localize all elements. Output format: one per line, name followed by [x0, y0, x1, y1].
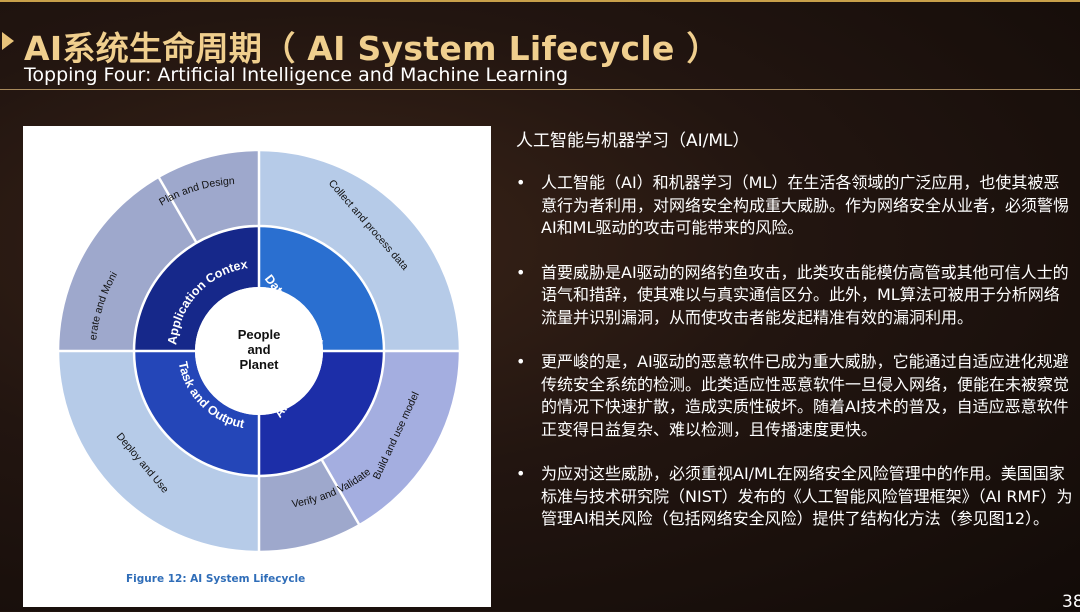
- bullet-item: • 首要威胁是AI驱动的网络钓鱼攻击，此类攻击能模仿高管或其他可信人士的语气和措…: [514, 262, 1074, 330]
- bullet-dot-icon: •: [516, 352, 526, 371]
- center-label-line-1: People: [238, 327, 281, 342]
- section-heading: 人工智能与机器学习（AI/ML）: [516, 131, 750, 151]
- sector-operate-and-monitor: [58, 176, 197, 351]
- center-circle: [195, 287, 323, 415]
- center-label-line-3: Planet: [239, 357, 279, 372]
- bullet-item: • 更严峻的是，AI驱动的恶意软件已成为重大威胁，它能通过自适应进化规避传统安全…: [514, 351, 1074, 441]
- quadrant-data-and-input: [259, 226, 384, 351]
- top-accent-line: [0, 0, 1080, 2]
- page-subtitle: Topping Four: Artificial Intelligence an…: [24, 64, 569, 86]
- sector-build-and-use-model: [321, 351, 460, 526]
- bullet-dot-icon: •: [516, 262, 526, 282]
- bullet-text: 首要威胁是AI驱动的网络钓鱼攻击，此类攻击能模仿高管或其他可信人士的语气和措辞，…: [541, 262, 1069, 327]
- title-chevron-icon: [2, 32, 14, 50]
- ring-separators: [56, 148, 462, 554]
- sector-collect-and-process-data: [259, 150, 460, 351]
- center-label-line-2: and: [247, 342, 270, 357]
- quadrant-application-context: [134, 226, 259, 351]
- sector-deploy-and-use: [58, 351, 259, 552]
- bullet-text: 人工智能（AI）和机器学习（ML）在生活各领域的广泛应用，也使其被恶意行为者利用…: [541, 173, 1070, 237]
- quadrant-task-and-output: [134, 351, 259, 476]
- bullet-list: • 人工智能（AI）和机器学习（ML）在生活各领域的广泛应用，也使其被恶意行为者…: [514, 172, 1074, 531]
- lifecycle-figure-panel: People and Planet Application Context Da…: [23, 126, 491, 607]
- figure-caption: Figure 12: AI System Lifecycle: [126, 573, 306, 585]
- quadrant-ai-model: [259, 351, 384, 476]
- bullet-text: 为应对这些威胁，必须重视AI/ML在网络安全风险管理中的作用。美国国家标准与技术…: [541, 464, 1073, 528]
- bullet-text: 更严峻的是，AI驱动的恶意软件已成为重大威胁，它能通过自适应进化规避传统安全系统…: [541, 352, 1070, 439]
- bullet-dot-icon: •: [516, 173, 526, 192]
- bullet-dot-icon: •: [516, 464, 526, 483]
- lifecycle-diagram: People and Planet Application Context Da…: [23, 126, 462, 554]
- header-divider: [0, 89, 1080, 90]
- bullet-item: • 为应对这些威胁，必须重视AI/ML在网络安全风险管理中的作用。美国国家标准与…: [514, 463, 1074, 531]
- page-number: 38: [1062, 592, 1080, 612]
- bullet-item: • 人工智能（AI）和机器学习（ML）在生活各领域的广泛应用，也使其被恶意行为者…: [514, 172, 1074, 240]
- page-title: AI系统生命周期（ AI System Lifecycle ）: [24, 29, 720, 68]
